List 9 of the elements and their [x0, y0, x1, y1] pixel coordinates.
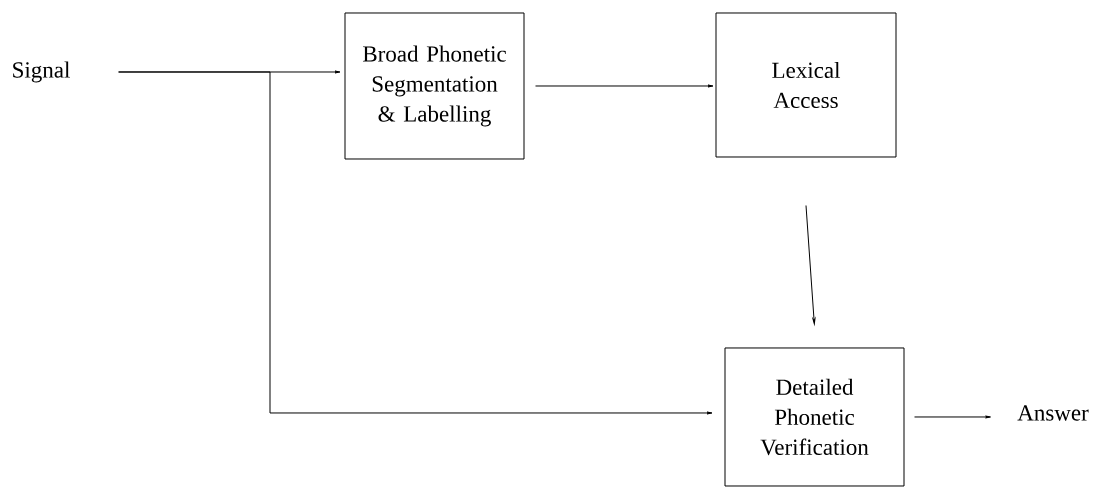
- output-label: Answer: [1017, 405, 1089, 421]
- bare-label: Signal: [13, 61, 70, 83]
- arrow: [805, 205, 816, 325]
- process-box: Broad Phonetic Segmentation & Labelling: [344, 12, 525, 160]
- arrow: [118, 71, 713, 415]
- process-box: Detailed Phonetic Verification: [724, 347, 905, 487]
- process-box: Lexical Access: [715, 12, 897, 158]
- arrow: [914, 415, 991, 419]
- arrow: [535, 84, 714, 88]
